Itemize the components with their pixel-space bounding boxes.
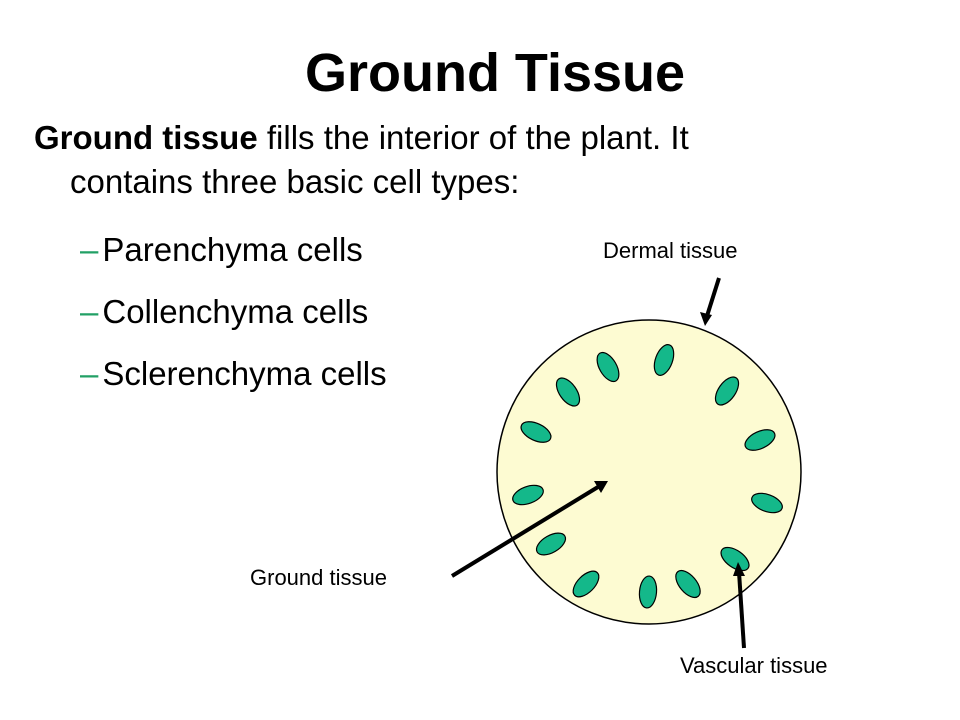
- vascular-bundles: [512, 344, 783, 609]
- bullet-text: Sclerenchyma cells: [102, 355, 387, 392]
- vascular-bundle: [512, 484, 544, 506]
- bullet-text: Collenchyma cells: [102, 293, 369, 330]
- vascular-bundle: [535, 532, 567, 556]
- ground-tissue-arrow: [450, 485, 600, 578]
- vascular-tissue-label: Vascular tissue: [680, 653, 828, 678]
- ground-tissue-label: Ground tissue: [250, 565, 387, 590]
- vascular-bundle: [714, 376, 740, 406]
- ground-tissue-arrowhead: [594, 481, 608, 493]
- intro-rest: fills the interior of the plant. It: [257, 119, 689, 156]
- list-item: –Collenchyma cells: [80, 288, 387, 350]
- slide-title: Ground Tissue: [304, 43, 686, 103]
- intro-text: Ground tissue fills the interior of the …: [34, 116, 934, 204]
- dermal-tissue-arrowhead: [700, 312, 712, 326]
- cell-type-list: –Parenchyma cells –Collenchyma cells –Sc…: [80, 226, 387, 412]
- vascular-bundle: [638, 575, 658, 609]
- dermal-tissue-label: Dermal tissue: [603, 238, 738, 263]
- bullet-dash: –: [80, 355, 99, 392]
- vascular-bundle: [653, 344, 675, 376]
- vascular-bundle: [675, 569, 701, 599]
- dermal-tissue-arrow: [705, 277, 721, 317]
- list-item: –Sclerenchyma cells: [80, 350, 387, 412]
- vascular-bundle: [572, 570, 600, 598]
- vascular-bundle: [751, 492, 783, 514]
- intro-line2: contains three basic cell types:: [70, 163, 520, 200]
- vascular-tissue-arrow: [737, 571, 746, 649]
- list-item: –Parenchyma cells: [80, 226, 387, 288]
- vascular-tissue-arrowhead: [733, 562, 745, 576]
- vascular-bundle: [555, 377, 581, 407]
- bullet-text: Parenchyma cells: [102, 231, 363, 268]
- vascular-bundle: [596, 351, 620, 383]
- bullet-dash: –: [80, 231, 99, 268]
- intro-term: Ground tissue: [34, 119, 258, 156]
- vascular-bundle: [744, 429, 776, 451]
- vascular-bundle: [720, 546, 750, 572]
- vascular-bundle: [520, 421, 552, 443]
- bullet-dash: –: [80, 293, 99, 330]
